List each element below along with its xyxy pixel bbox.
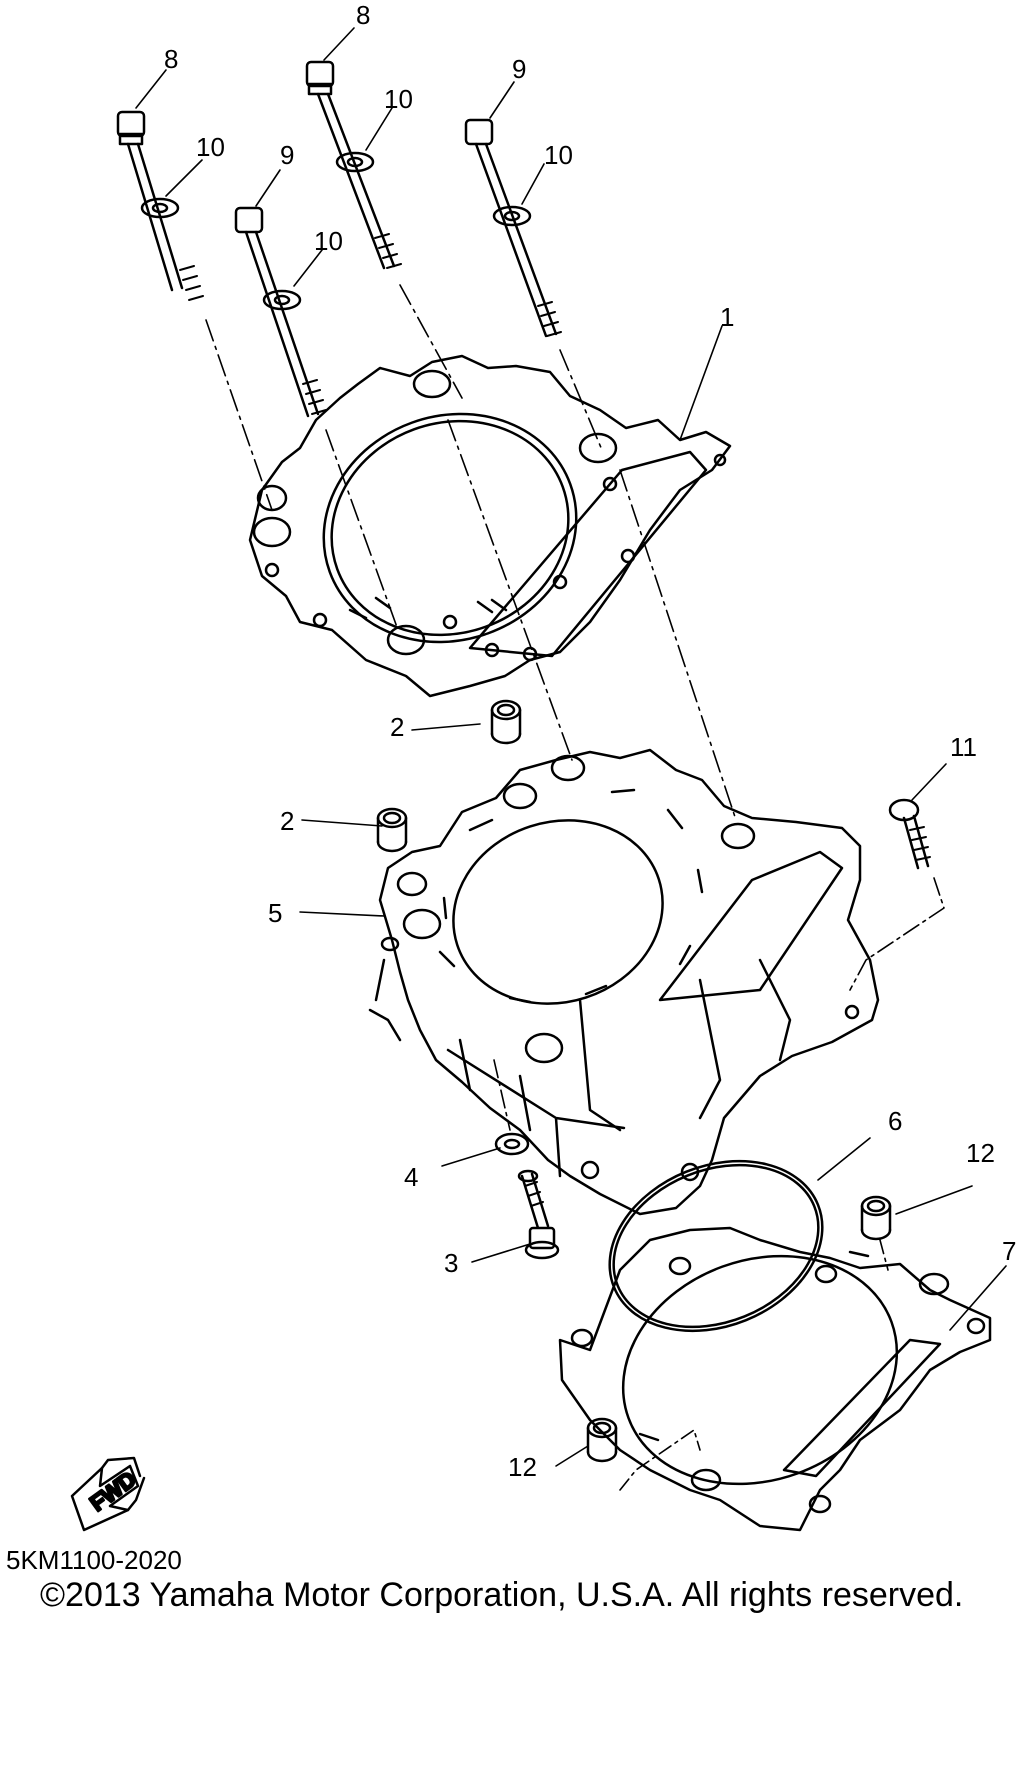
callout-8-center: 8 [356, 0, 370, 30]
callout-3: 3 [444, 1248, 458, 1278]
dowel-pin-12-left [586, 1417, 618, 1463]
bolt-11 [888, 798, 931, 870]
callout-10-c: 10 [314, 226, 343, 256]
callout-11: 11 [950, 732, 977, 762]
callout-8-left: 8 [164, 44, 178, 74]
callout-12-left: 12 [508, 1452, 537, 1482]
bolt-9-left [234, 206, 327, 418]
callout-10-a: 10 [196, 132, 225, 162]
callout-9-left: 9 [280, 140, 294, 170]
bolt-3 [517, 1169, 560, 1260]
washer-4 [494, 1132, 530, 1156]
o-ring [608, 1159, 824, 1333]
dowel-pin-12-right [860, 1195, 892, 1241]
callout-5: 5 [268, 898, 282, 928]
callout-leaders [135, 27, 1007, 1467]
bolt-9-right [464, 118, 562, 338]
bolt-11-leader [849, 877, 945, 991]
dowel-pin-2-left [376, 807, 408, 853]
fwd-direction-arrow-icon [70, 1456, 146, 1532]
callout-6: 6 [888, 1106, 902, 1136]
dowel-pin-2-upper [490, 699, 522, 745]
callout-4: 4 [404, 1162, 418, 1192]
bolt-centerlines [205, 284, 737, 821]
bolt-8-left [116, 110, 204, 301]
callout-2-upper: 2 [390, 712, 404, 742]
callout-12-right: 12 [966, 1138, 995, 1168]
callout-1: 1 [720, 302, 734, 332]
bolt-8-center [305, 60, 402, 270]
callout-7: 7 [1002, 1236, 1016, 1266]
base-gasket [558, 1226, 992, 1532]
head-gasket [248, 354, 732, 698]
bolt-3-centerline [493, 1059, 511, 1131]
diagram-code: 5KM1100-2020 [6, 1545, 182, 1575]
callout-10-b: 10 [384, 84, 413, 114]
dowel-12-leaders [619, 1239, 889, 1491]
callout-numbers: 1 2 2 3 4 5 6 7 8 8 9 9 10 10 10 10 11 1… [164, 0, 1016, 1482]
callout-9-right: 9 [512, 54, 526, 84]
copyright-notice: ©2013 Yamaha Motor Corporation, U.S.A. A… [40, 1576, 964, 1614]
callout-2-left: 2 [280, 806, 294, 836]
callout-10-d: 10 [544, 140, 573, 170]
cylinder-block [368, 748, 880, 1216]
